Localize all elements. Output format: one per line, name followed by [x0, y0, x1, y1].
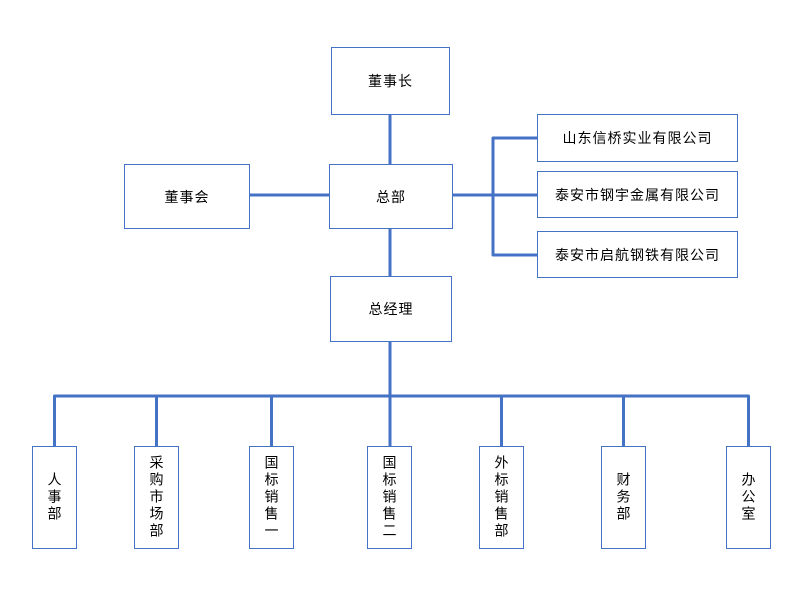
node-department-office: 办公室: [726, 446, 771, 549]
node-department-national-sales-1: 国标销售一: [249, 446, 294, 549]
node-subsidiary-taian-gangyu: 泰安市钢宇金属有限公司: [537, 171, 738, 218]
node-subsidiary-shandong-xinqiao: 山东信桥实业有限公司: [537, 114, 738, 162]
node-department-finance: 财务部: [601, 446, 646, 549]
node-department-national-sales-2: 国标销售二: [367, 446, 412, 549]
node-department-purchasing-market: 采购市场部: [134, 446, 179, 549]
node-department-hr: 人事部: [32, 446, 77, 549]
node-general-manager: 总经理: [330, 276, 452, 342]
node-department-external-sales: 外标销售部: [479, 446, 524, 549]
node-headquarters: 总部: [329, 164, 453, 229]
node-board: 董事会: [124, 164, 250, 229]
node-chairman: 董事长: [331, 47, 450, 115]
node-subsidiary-taian-qihang: 泰安市启航钢铁有限公司: [537, 231, 738, 278]
